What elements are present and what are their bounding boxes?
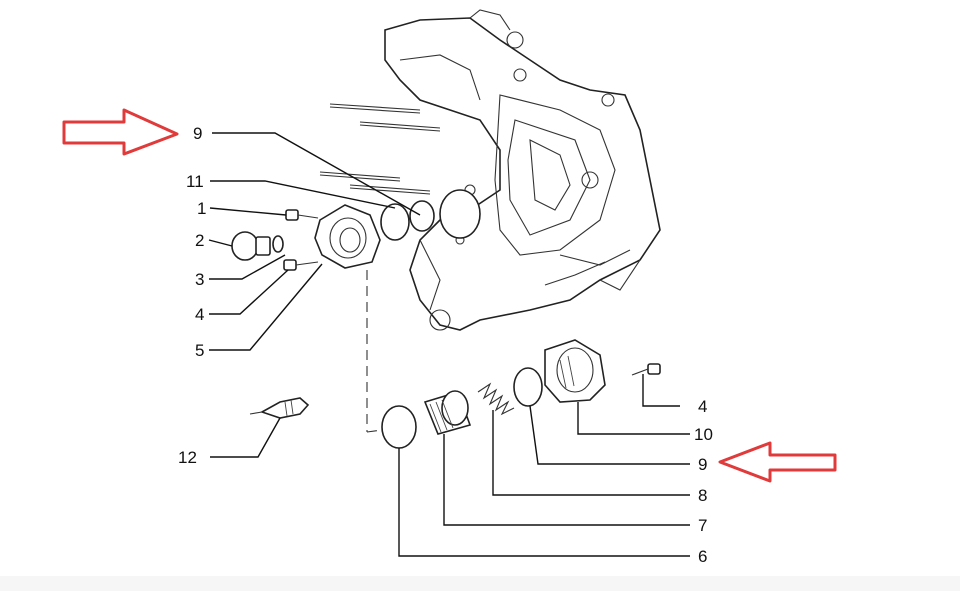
callout-labels: 9 11 1 2 3 4 5 12 4 10 9 8 7 6 <box>178 124 713 566</box>
pump-cover <box>314 204 381 269</box>
callout-right-8: 8 <box>698 486 707 505</box>
callout-left-2: 2 <box>195 231 204 250</box>
bearing-7 <box>423 390 472 435</box>
pump-cover-10 <box>544 339 606 403</box>
callout-left-3: 3 <box>195 270 204 289</box>
leader-lines <box>208 132 690 557</box>
callout-right-7: 7 <box>698 516 707 535</box>
temperature-sensor-12 <box>249 397 310 419</box>
highlight-arrow-left-pointing <box>718 441 837 483</box>
plug-2 <box>231 231 284 261</box>
crankcase-housing <box>384 9 661 331</box>
callout-left-1: 1 <box>197 199 206 218</box>
callout-right-6: 6 <box>698 547 707 566</box>
callout-right-10: 10 <box>694 425 713 444</box>
callout-left-11: 11 <box>186 172 204 191</box>
bottom-border-strip <box>0 576 960 591</box>
screw-1 <box>285 209 319 221</box>
callout-right-9: 9 <box>698 455 707 474</box>
lower-o-ring-6 <box>381 405 417 449</box>
callout-left-9: 9 <box>193 124 202 143</box>
cylinder-studs <box>319 103 441 195</box>
spring-8 <box>477 382 515 416</box>
o-ring-9-lower <box>513 367 543 407</box>
upper-o-rings <box>380 189 481 241</box>
screw-3 <box>283 259 319 271</box>
callout-left-12: 12 <box>178 448 197 467</box>
callout-right-4: 4 <box>698 397 707 416</box>
callout-left-4: 4 <box>195 305 204 324</box>
highlight-arrow-right-pointing <box>62 108 179 156</box>
callout-left-5: 5 <box>195 341 204 360</box>
screw-4-right <box>631 363 661 376</box>
